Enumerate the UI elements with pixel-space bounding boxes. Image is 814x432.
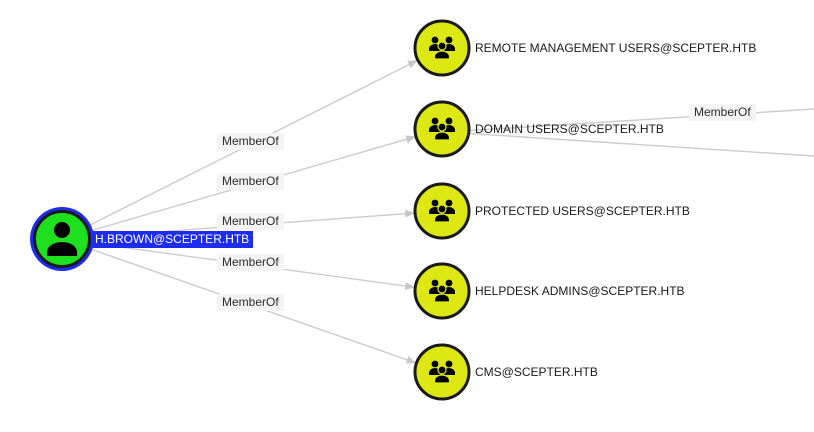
user-icon: [47, 222, 77, 256]
group-node-label[interactable]: REMOTE MANAGEMENT USERS@SCEPTER.HTB: [475, 41, 757, 55]
source-node[interactable]: [30, 207, 94, 271]
edge-label[interactable]: MemberOf: [217, 294, 284, 311]
group-node-label[interactable]: PROTECTED USERS@SCEPTER.HTB: [475, 204, 690, 218]
edge-label[interactable]: MemberOf: [689, 104, 756, 121]
group-node[interactable]: [413, 19, 471, 77]
group-node[interactable]: [413, 343, 471, 401]
nodes-layer: [30, 19, 471, 401]
group-node[interactable]: [413, 262, 471, 320]
group-node[interactable]: [413, 182, 471, 240]
group-node[interactable]: [413, 100, 471, 158]
edge-label[interactable]: MemberOf: [217, 133, 284, 150]
edge-offscreen[interactable]: [461, 132, 814, 157]
group-node-label[interactable]: HELPDESK ADMINS@SCEPTER.HTB: [475, 284, 685, 298]
source-node-label[interactable]: H.BROWN@SCEPTER.HTB: [92, 231, 254, 248]
edge-label[interactable]: MemberOf: [217, 213, 284, 230]
group-node-label[interactable]: DOMAIN USERS@SCEPTER.HTB: [475, 122, 664, 136]
edge-label[interactable]: MemberOf: [217, 173, 284, 190]
edge-label[interactable]: MemberOf: [217, 254, 284, 271]
group-node-label[interactable]: CMS@SCEPTER.HTB: [475, 365, 598, 379]
